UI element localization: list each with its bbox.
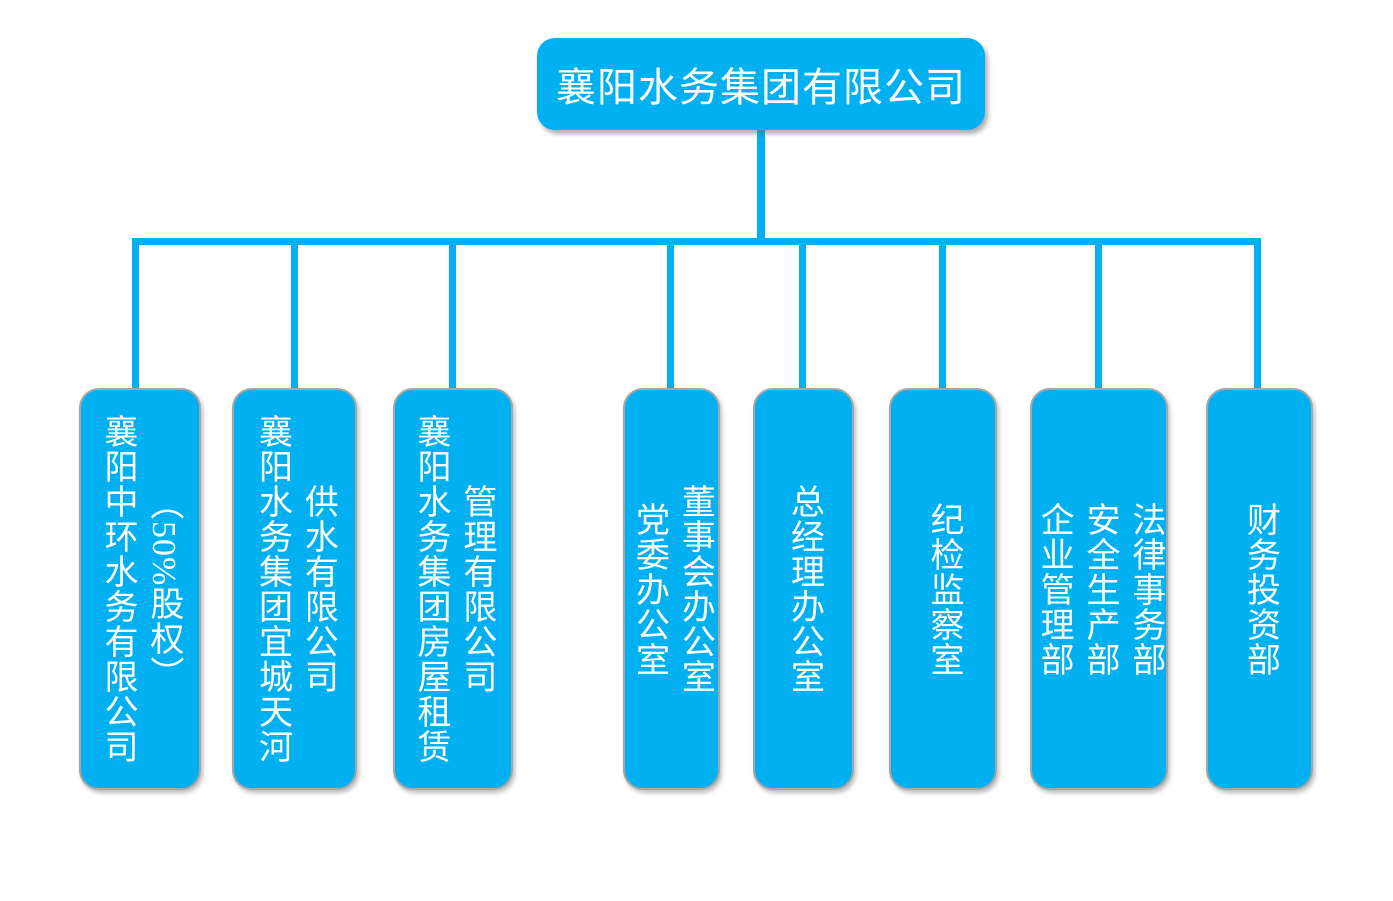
connector-horizontal bbox=[132, 238, 1261, 245]
org-node-2-col-1: 襄阳水务集团宜城天河 bbox=[253, 414, 291, 764]
org-node-4: 党委办公室 董事会办公室 bbox=[623, 388, 720, 790]
org-node-1-col-1: 襄阳中环水务有限公司 bbox=[99, 414, 136, 764]
org-node-4-col-2: 董事会办公室 bbox=[676, 484, 714, 694]
org-node-8-col-1: 财务投资部 bbox=[1241, 501, 1279, 677]
org-node-3: 襄阳水务集团房屋租赁 管理有限公司 bbox=[393, 388, 513, 790]
org-node-root-label: 襄阳水务集团有限公司 bbox=[556, 65, 966, 110]
connector-drop-8 bbox=[1254, 238, 1261, 390]
org-node-root: 襄阳水务集团有限公司 bbox=[537, 38, 985, 130]
connector-drop-2 bbox=[291, 238, 298, 390]
org-node-4-text: 党委办公室 董事会办公室 bbox=[626, 390, 718, 788]
connector-drop-7 bbox=[1095, 238, 1102, 390]
org-node-6-col-1: 纪检监察室 bbox=[924, 501, 962, 677]
org-node-2: 襄阳水务集团宜城天河 供水有限公司 bbox=[232, 388, 357, 790]
connector-drop-1 bbox=[132, 238, 139, 390]
org-node-6-text: 纪检监察室 bbox=[920, 390, 966, 788]
org-node-7-col-1: 企业管理部 bbox=[1035, 501, 1073, 677]
org-node-5-col-1: 总经理办公室 bbox=[785, 484, 823, 694]
org-node-7: 企业管理部 安全生产部 法律事务部 bbox=[1030, 388, 1168, 790]
connector-drop-6 bbox=[939, 238, 946, 390]
org-node-6: 纪检监察室 bbox=[889, 388, 997, 790]
org-node-4-col-1: 党委办公室 bbox=[630, 501, 668, 677]
org-node-5: 总经理办公室 bbox=[753, 388, 854, 790]
org-node-3-col-1: 襄阳水务集团房屋租赁 bbox=[412, 414, 449, 764]
org-node-3-text: 襄阳水务集团房屋租赁 管理有限公司 bbox=[407, 390, 499, 788]
connector-drop-3 bbox=[449, 238, 456, 390]
org-node-8-text: 财务投资部 bbox=[1237, 390, 1283, 788]
connector-stem bbox=[757, 128, 765, 241]
org-node-2-col-2: 供水有限公司 bbox=[299, 484, 337, 694]
org-node-1: 襄阳中环水务有限公司 （50%股权） bbox=[79, 388, 201, 790]
org-node-1-col-2: （50%股权） bbox=[144, 486, 182, 692]
org-node-7-col-3: 法律事务部 bbox=[1126, 501, 1164, 677]
org-node-7-col-2: 安全生产部 bbox=[1080, 501, 1118, 677]
org-node-3-col-2: 管理有限公司 bbox=[457, 484, 495, 694]
org-node-5-text: 总经理办公室 bbox=[781, 390, 827, 788]
org-node-1-text: 襄阳中环水务有限公司 （50%股权） bbox=[94, 390, 186, 788]
org-node-2-text: 襄阳水务集团宜城天河 供水有限公司 bbox=[249, 390, 341, 788]
org-node-7-text: 企业管理部 安全生产部 法律事务部 bbox=[1032, 390, 1166, 788]
org-node-8: 财务投资部 bbox=[1206, 388, 1313, 790]
connector-drop-5 bbox=[799, 238, 806, 390]
connector-drop-4 bbox=[667, 238, 674, 390]
